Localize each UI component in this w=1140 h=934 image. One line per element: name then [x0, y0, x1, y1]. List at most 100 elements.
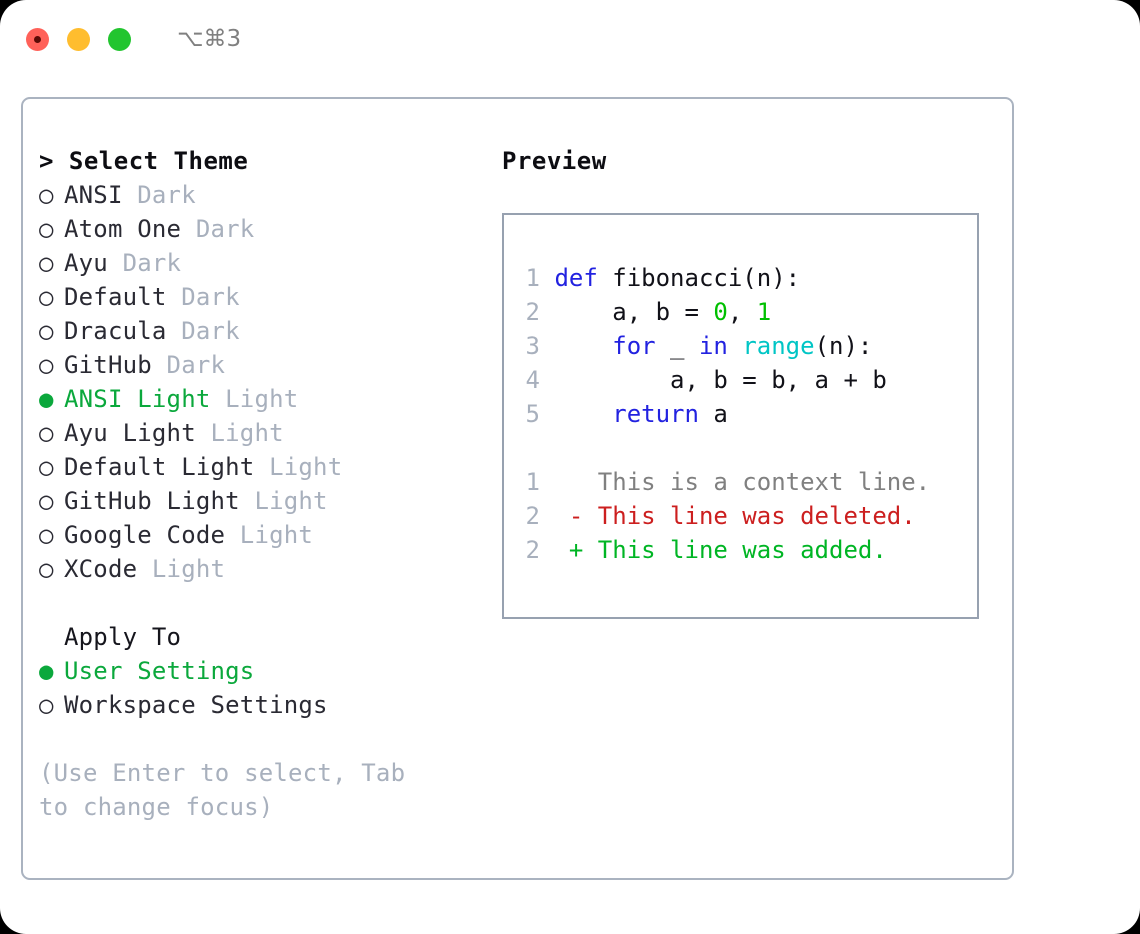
- theme-option-label: GitHub: [64, 351, 167, 379]
- diff-sample: 1 This is a context line.2 - This line w…: [522, 465, 977, 567]
- code-token: a: [698, 400, 728, 428]
- code-line: 3 for _ in range(n):: [522, 329, 977, 363]
- theme-option-google-code[interactable]: ○ Google Code Light: [39, 518, 488, 552]
- gutter-space: [540, 332, 554, 360]
- diff-line: 1 This is a context line.: [522, 465, 977, 499]
- theme-option-label: Default: [64, 283, 182, 311]
- select-theme-heading: > Select Theme: [39, 147, 249, 175]
- code-token: [554, 400, 612, 428]
- preview-heading: Preview: [502, 147, 607, 175]
- theme-selector-column: > Select Theme ○ANSI Dark○Atom One Dark○…: [23, 99, 488, 878]
- apply-to-option-workspace-settings[interactable]: ○ Workspace Settings: [39, 688, 488, 722]
- line-number: 4: [525, 366, 540, 394]
- theme-option-label: GitHub Light: [64, 487, 255, 515]
- gutter-space: [540, 400, 554, 428]
- code-token: range: [742, 332, 815, 360]
- code-line: 4 a, b = b, a + b: [522, 363, 977, 397]
- theme-option-variant: Light: [210, 419, 284, 447]
- code-token: - This line was deleted.: [554, 502, 916, 530]
- theme-option-ayu-light[interactable]: ○ Ayu Light Light: [39, 416, 488, 450]
- diff-line: 2 - This line was deleted.: [522, 499, 977, 533]
- code-token: 0: [713, 298, 728, 326]
- radio-unselected-icon: ○: [39, 283, 54, 311]
- theme-option-default[interactable]: ○ Default Dark: [39, 280, 488, 314]
- code-token: in: [698, 332, 728, 360]
- line-number: 1: [525, 468, 540, 496]
- theme-option-label: Dracula: [64, 317, 182, 345]
- theme-option-variant: Dark: [195, 215, 255, 243]
- radio-unselected-icon: ○: [39, 555, 54, 583]
- theme-option-atom-one[interactable]: ○Atom One Dark: [39, 212, 488, 246]
- radio-selected-icon: ●: [39, 385, 54, 413]
- theme-option-github-light[interactable]: ○ GitHub Light Light: [39, 484, 488, 518]
- apply-to-option-label: User Settings: [64, 657, 255, 685]
- apply-to-option-user-settings[interactable]: ● User Settings: [39, 654, 488, 688]
- theme-option-default-light[interactable]: ○Default Light Light: [39, 450, 488, 484]
- gutter-space: [540, 536, 554, 564]
- preview-column: Preview 1 def fibonacci(n):2 a, b = 0, 1…: [488, 99, 1012, 878]
- theme-option-variant: Light: [225, 385, 299, 413]
- theme-option-github[interactable]: ○ GitHub Dark: [39, 348, 488, 382]
- theme-option-ayu[interactable]: ○ Ayu Dark: [39, 246, 488, 280]
- main-panel: > Select Theme ○ANSI Dark○Atom One Dark○…: [21, 97, 1014, 880]
- theme-option-dracula[interactable]: ○Dracula Dark: [39, 314, 488, 348]
- radio-unselected-icon: ○: [39, 351, 54, 379]
- radio-unselected-icon: ○: [39, 521, 54, 549]
- radio-unselected-icon: ○: [39, 181, 54, 209]
- code-token: ,: [727, 298, 757, 326]
- theme-option-label: Ayu Light: [64, 419, 211, 447]
- code-token: a, b = b, a + b: [554, 366, 887, 394]
- code-line: 1 def fibonacci(n):: [522, 261, 977, 295]
- theme-option-ansi[interactable]: ○ANSI Dark: [39, 178, 488, 212]
- radio-selected-icon: ●: [39, 657, 54, 685]
- gutter-space: [540, 366, 554, 394]
- theme-option-variant: Dark: [181, 283, 240, 311]
- keyboard-hint-text: (Use Enter to select, Tab to change focu…: [39, 759, 406, 821]
- diff-line: 2 + This line was added.: [522, 533, 977, 567]
- gutter-space: [540, 298, 554, 326]
- maximize-button[interactable]: [108, 27, 131, 51]
- code-line: 2 a, b = 0, 1: [522, 295, 977, 329]
- theme-option-variant: Dark: [166, 351, 226, 379]
- code-token: for: [612, 332, 656, 360]
- apply-to-list[interactable]: ● User Settings ○ Workspace Settings: [39, 654, 488, 722]
- theme-option-variant: Light: [254, 487, 328, 515]
- theme-option-variant: Light: [239, 521, 314, 549]
- code-token: [728, 332, 742, 360]
- apply-to-option-label: Workspace Settings: [64, 691, 328, 719]
- gutter-space: [540, 502, 554, 530]
- radio-unselected-icon: ○: [39, 317, 54, 345]
- code-token: + This line was added.: [554, 536, 887, 564]
- radio-unselected-icon: ○: [39, 691, 54, 719]
- code-token: fibonacci(n):: [612, 264, 801, 292]
- radio-unselected-icon: ○: [39, 487, 54, 515]
- theme-option-label: Atom One: [64, 215, 196, 243]
- theme-option-label: ANSI Light: [64, 385, 226, 413]
- code-diff-spacer: [522, 431, 977, 465]
- theme-option-xcode[interactable]: ○XCode Light: [39, 552, 488, 586]
- code-token: This is a context line.: [554, 468, 931, 496]
- line-number: 1: [525, 264, 540, 292]
- close-button[interactable]: [26, 27, 49, 51]
- theme-option-label: XCode: [64, 555, 152, 583]
- code-token: [554, 332, 612, 360]
- theme-option-label: Google Code: [64, 521, 240, 549]
- apply-to-heading: Apply To: [64, 623, 182, 651]
- line-number: 2: [525, 536, 540, 564]
- minimize-button[interactable]: [67, 27, 90, 51]
- theme-option-label: ANSI: [64, 181, 138, 209]
- theme-option-label: Ayu: [64, 249, 123, 277]
- spacer: [39, 586, 488, 620]
- radio-unselected-icon: ○: [39, 419, 54, 447]
- radio-unselected-icon: ○: [39, 249, 54, 277]
- code-token: 1: [756, 298, 772, 326]
- theme-list[interactable]: ○ANSI Dark○Atom One Dark○Ayu Dark○Defaul…: [39, 178, 488, 586]
- code-token: (n):: [814, 332, 873, 360]
- theme-option-variant: Dark: [122, 249, 182, 277]
- theme-option-ansi-light[interactable]: ● ANSI Light Light: [39, 382, 488, 416]
- line-number: 2: [525, 298, 540, 326]
- gutter-space: [540, 468, 554, 496]
